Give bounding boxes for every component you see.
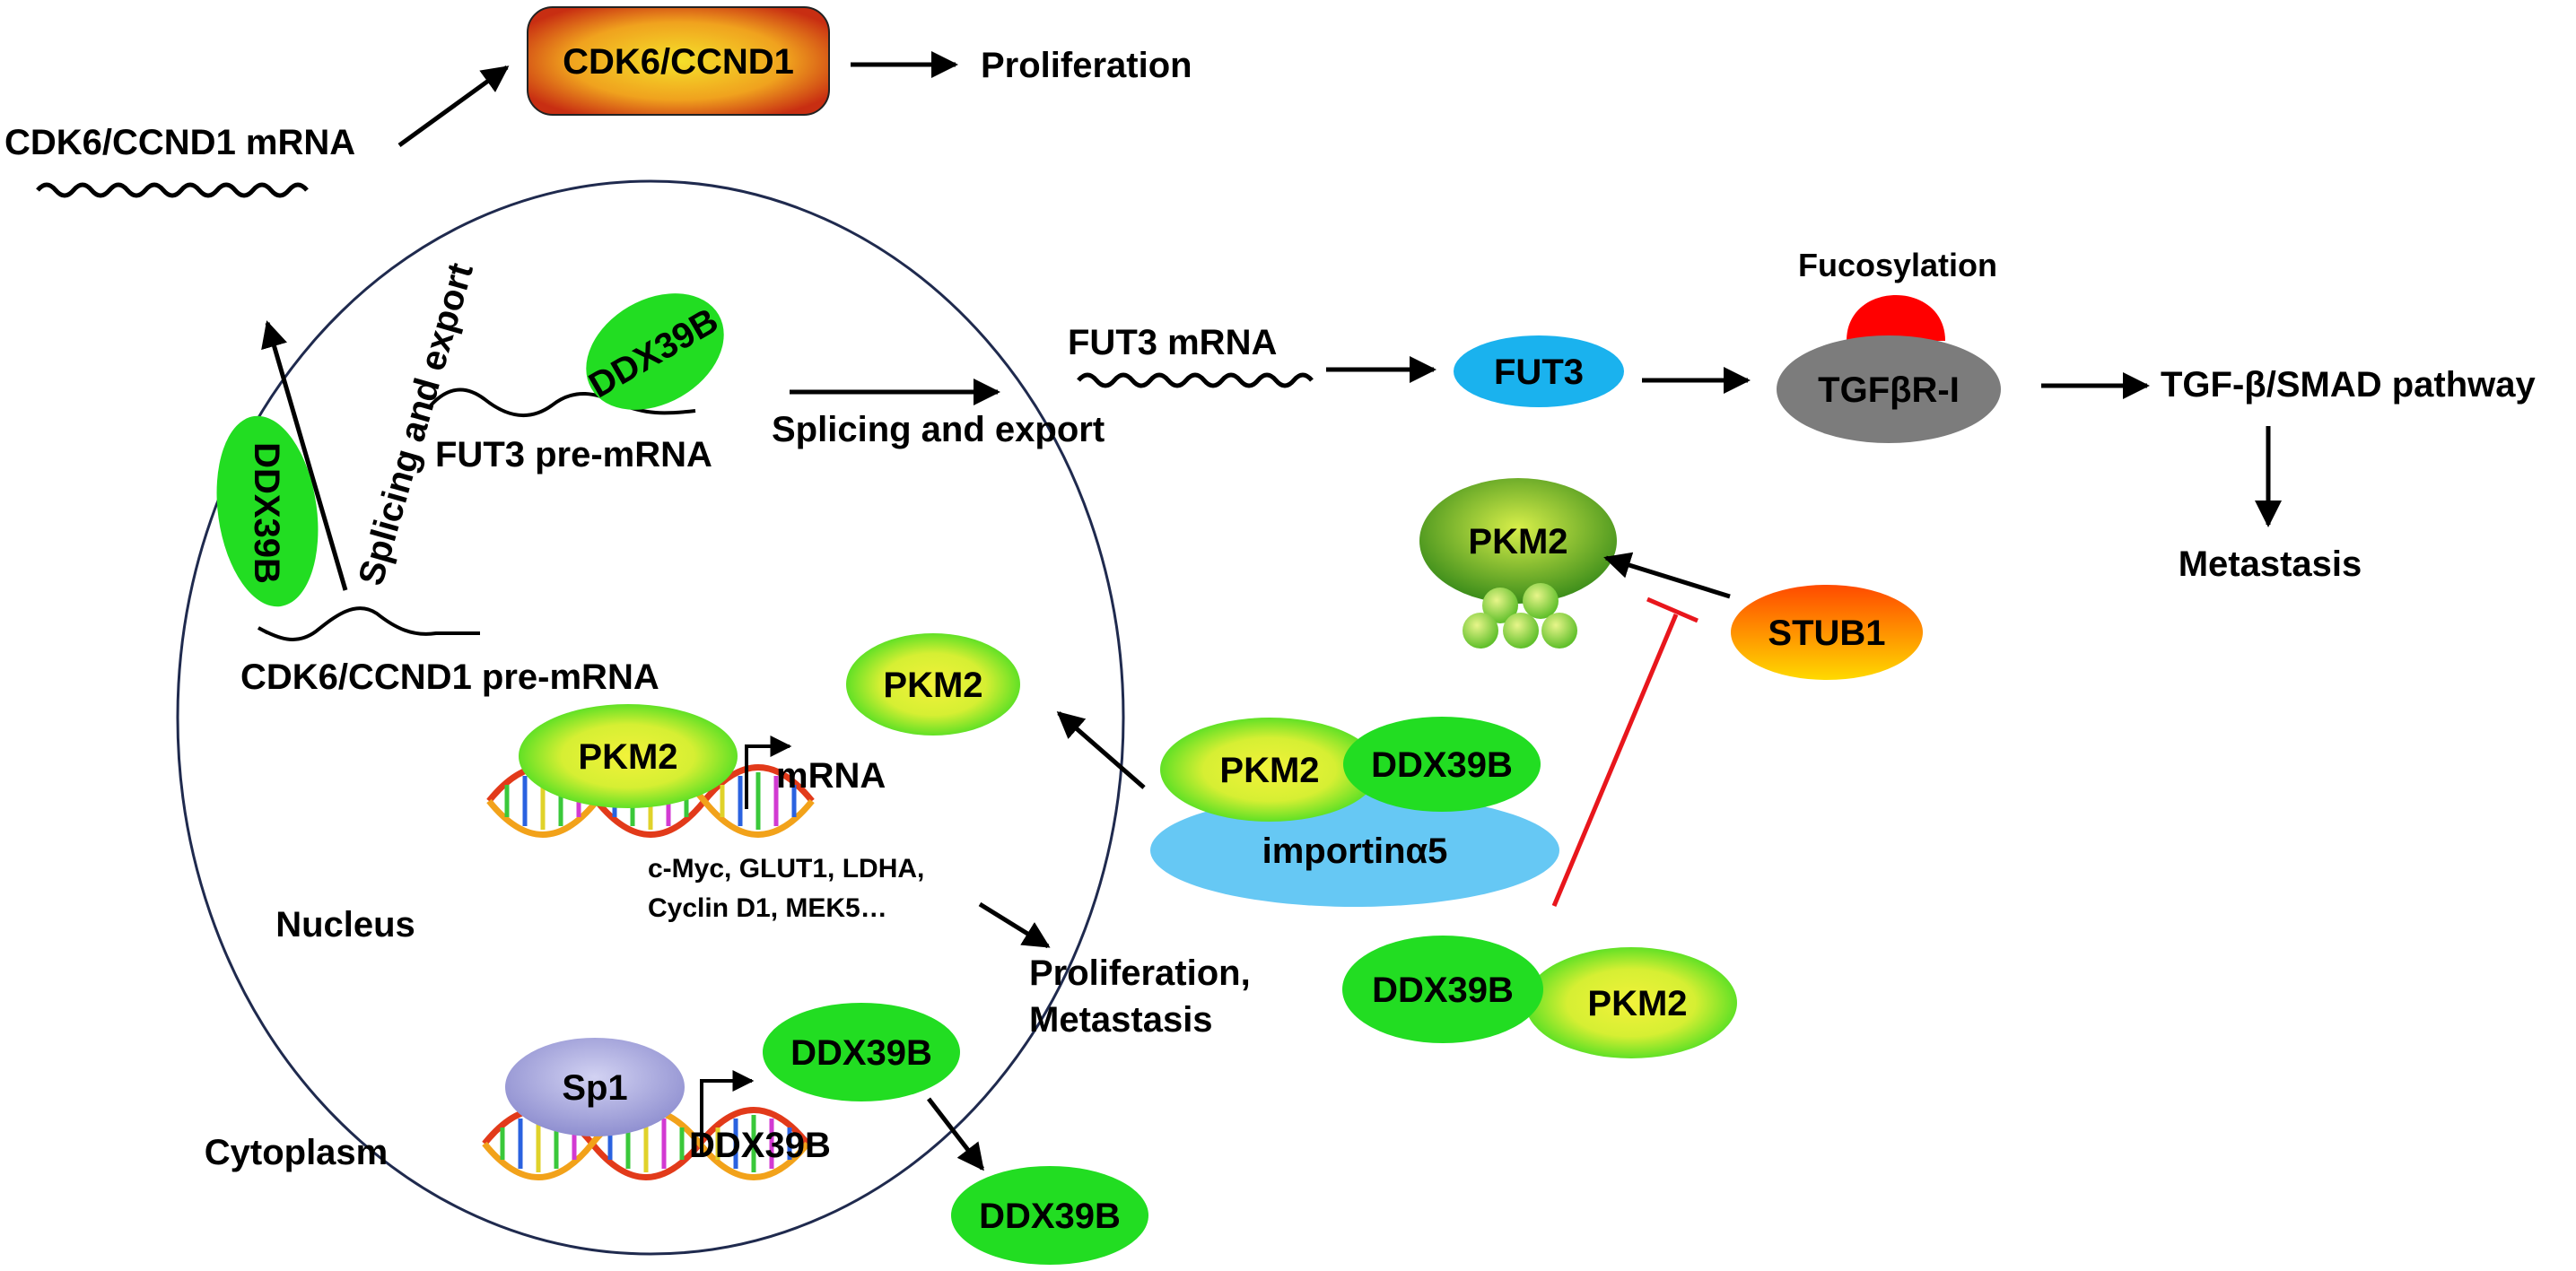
tgfbr1-receptor <box>1777 335 2001 443</box>
fucosylation-label: Fucosylation <box>1798 247 1997 283</box>
arrow-complex-to-nucleus <box>1056 711 1146 789</box>
tgfb-smad-pathway-label: TGF-β/SMAD pathway <box>2161 365 2537 405</box>
pkm2-tetramer-balls <box>1463 583 1577 649</box>
ddx39b-cytoplasm-label: DDX39B <box>979 1197 1121 1236</box>
importin-label: importinα5 <box>1262 831 1448 871</box>
nucleus-membrane <box>176 179 1125 1256</box>
stub1-protein <box>1731 585 1923 680</box>
cdk6-ccnd1-protein-label: CDK6/CCND1 <box>563 42 794 82</box>
ddx39b-nuclear-label: DDX39B <box>790 1033 932 1073</box>
pkm2-tetramer-label: PKM2 <box>1468 522 1567 562</box>
cdk6-ccnd1-premrna-label: CDK6/CCND1 pre-mRNA <box>240 657 659 697</box>
prolif-metastasis-line2: Metastasis <box>1029 1000 1213 1040</box>
fut3-premrna-strand <box>429 387 696 418</box>
pkm2-complex-label: PKM2 <box>1219 751 1319 790</box>
arrow-cdk6-splicing-export <box>261 320 348 591</box>
ddx39b-cytoplasm-protein <box>951 1166 1148 1265</box>
sp1-label: Sp1 <box>562 1068 627 1108</box>
inhibition-bar <box>1646 596 1698 623</box>
pkm2-dna-protein <box>519 704 738 808</box>
ddx39b-complex-label: DDX39B <box>1371 745 1513 785</box>
mrna-label: mRNA <box>776 756 886 796</box>
nucleus-label: Nucleus <box>275 905 415 945</box>
cytoplasm-label: Cytoplasm <box>205 1133 389 1172</box>
ddx39b-gene-label: DDX39B <box>689 1126 831 1165</box>
fut3-premrna-label: FUT3 pre-mRNA <box>435 435 712 474</box>
fut3-protein-label: FUT3 <box>1494 353 1584 392</box>
targets-line1: c-Myc, GLUT1, LDHA, <box>648 854 924 884</box>
splicing-export-vertical-label: Splicing and export <box>351 259 481 590</box>
arrow-ddx39b-export <box>927 1097 984 1171</box>
prolif-metastasis-line1: Proliferation, <box>1029 953 1251 993</box>
arrow-targets-to-outcome <box>978 901 1051 949</box>
inhibition-line <box>1551 614 1679 907</box>
ddx39b-pair-label: DDX39B <box>1372 971 1514 1010</box>
cdk6-premrna-tick <box>258 626 268 635</box>
ddx39b-nuclear-protein <box>763 1003 960 1101</box>
ddx39b-complex-protein <box>1343 717 1541 812</box>
importin-protein <box>1150 794 1559 907</box>
pkm2-pair-protein <box>1525 947 1737 1058</box>
ddx39b-left-label: DDX39B <box>247 442 286 584</box>
cdk6-premrna-strand <box>258 606 480 641</box>
splicing-export-fut3-label: Splicing and export <box>772 410 1105 449</box>
stub1-label: STUB1 <box>1768 614 1885 653</box>
cdk6-ccnd1-mrna-wave <box>36 182 309 198</box>
pkm2-transcription-start-arrow <box>745 736 792 809</box>
fucosylation-cap <box>1847 295 1945 341</box>
arrow-mrna-to-cdk6-protein <box>397 65 510 148</box>
cdk6-ccnd1-mrna-label: CDK6/CCND1 mRNA <box>4 123 355 162</box>
pkm2-nuclear-label: PKM2 <box>883 666 982 705</box>
ddx39b-pair-protein <box>1342 936 1543 1043</box>
ddx39b-left-protein <box>216 415 319 607</box>
pkm2-tetramer-protein <box>1419 478 1617 604</box>
fut3-mrna-label: FUT3 mRNA <box>1068 323 1277 362</box>
sp1-protein <box>505 1038 685 1136</box>
proliferation-top-label: Proliferation <box>981 46 1192 85</box>
pkm2-dna-label: PKM2 <box>578 737 677 777</box>
pkm2-pair-label: PKM2 <box>1587 984 1687 1023</box>
tgfbr1-label: TGFβR-I <box>1818 370 1960 410</box>
arrow-stub1-to-pkm2 <box>1603 552 1731 599</box>
sp1-transcription-start-arrow <box>700 1070 755 1157</box>
pkm2-complex-protein <box>1160 718 1379 822</box>
ddx39b-fut3-protein <box>586 293 724 410</box>
fut3-mrna-wave <box>1077 372 1314 388</box>
targets-line2: Cyclin D1, MEK5… <box>648 893 887 923</box>
pkm2-nuclear-protein <box>846 633 1020 736</box>
fut3-protein <box>1454 335 1624 407</box>
cdk6-ccnd1-protein-box <box>527 6 830 116</box>
metastasis-right-label: Metastasis <box>2179 544 2362 584</box>
